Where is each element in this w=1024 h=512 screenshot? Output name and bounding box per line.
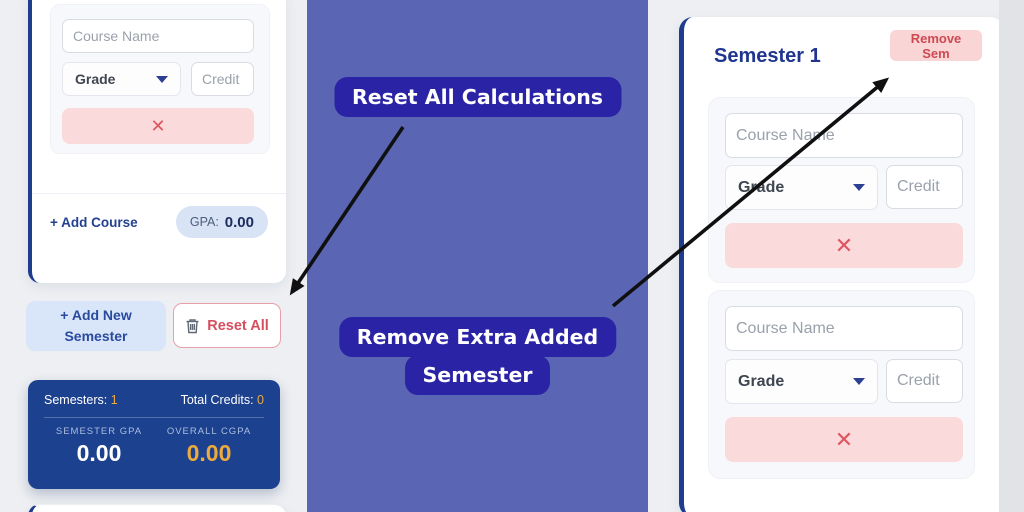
course-entry-box: Grade ✕	[708, 290, 975, 479]
semester-title: Semester 1	[714, 45, 821, 67]
semester-card-footer: + Add Course GPA: 0.00	[32, 193, 286, 250]
annotation-remove-label-line2: Semester	[404, 355, 551, 395]
course-entry-box: Grade ✕	[50, 4, 270, 154]
semesters-count: Semesters: 1	[44, 393, 118, 407]
reset-all-label: Reset All	[207, 317, 269, 334]
grade-select-label: Grade	[738, 372, 785, 390]
semester-gpa-label: SEMESTER GPA	[55, 426, 143, 437]
credits-value: 0	[257, 393, 264, 407]
semesters-value: 1	[110, 393, 118, 407]
add-course-button[interactable]: + Add Course	[50, 214, 138, 230]
remove-semester-button[interactable]: Remove Sem	[890, 30, 982, 61]
grade-select-label: Grade	[738, 178, 785, 196]
remove-course-button[interactable]: ✕	[725, 417, 963, 462]
overall-cgpa-value: 0.00	[186, 440, 232, 466]
remove-course-button[interactable]: ✕	[62, 108, 254, 144]
semester-card-left: Grade ✕ + Add Course GPA: 0.00	[28, 0, 286, 283]
total-credits: Total Credits: 0	[180, 393, 264, 407]
gpa-label: GPA:	[189, 215, 219, 229]
semester-gpa-value: 0.00	[76, 440, 122, 466]
credit-input[interactable]	[886, 359, 963, 403]
semester-gpa-block: SEMESTER GPA 0.00	[44, 426, 154, 467]
add-new-line2: Semester	[64, 328, 128, 344]
add-new-semester-button[interactable]: + Add New Semester	[26, 301, 166, 351]
chevron-down-icon	[853, 378, 865, 385]
next-card-sliver	[28, 504, 286, 512]
semester-card-right: Semester 1 Remove Sem Grade ✕ Grade ✕	[679, 17, 1004, 512]
overall-cgpa-block: OVERALL CGPA 0.00	[154, 426, 264, 467]
grade-select-label: Grade	[75, 71, 116, 87]
stats-divider	[44, 417, 264, 418]
grade-select[interactable]: Grade	[62, 62, 181, 96]
gpa-badge: GPA: 0.00	[175, 206, 268, 238]
course-name-input[interactable]	[725, 113, 963, 158]
gpa-value: 0.00	[224, 213, 254, 231]
add-new-line1: + Add New	[60, 307, 132, 323]
stats-card: Semesters: 1 Total Credits: 0 SEMESTER G…	[28, 380, 280, 489]
annotation-panel: Reset All Calculations Remove Extra Adde…	[307, 0, 648, 512]
annotation-reset-label: Reset All Calculations	[333, 77, 622, 117]
background-band	[999, 0, 1024, 512]
credit-input[interactable]	[886, 165, 963, 209]
trash-icon	[186, 318, 199, 333]
overall-cgpa-label: OVERALL CGPA	[166, 426, 252, 437]
course-name-input[interactable]	[62, 19, 254, 53]
course-entry-box: Grade ✕	[708, 97, 975, 283]
course-name-input[interactable]	[725, 306, 963, 351]
remove-course-button[interactable]: ✕	[725, 223, 963, 268]
chevron-down-icon	[853, 184, 865, 191]
chevron-down-icon	[156, 75, 168, 83]
annotation-remove-label-line1: Remove Extra Added	[338, 317, 617, 357]
grade-select[interactable]: Grade	[725, 165, 878, 210]
credit-input[interactable]	[191, 62, 254, 96]
grade-select[interactable]: Grade	[725, 359, 878, 404]
reset-all-button[interactable]: Reset All	[173, 303, 281, 348]
